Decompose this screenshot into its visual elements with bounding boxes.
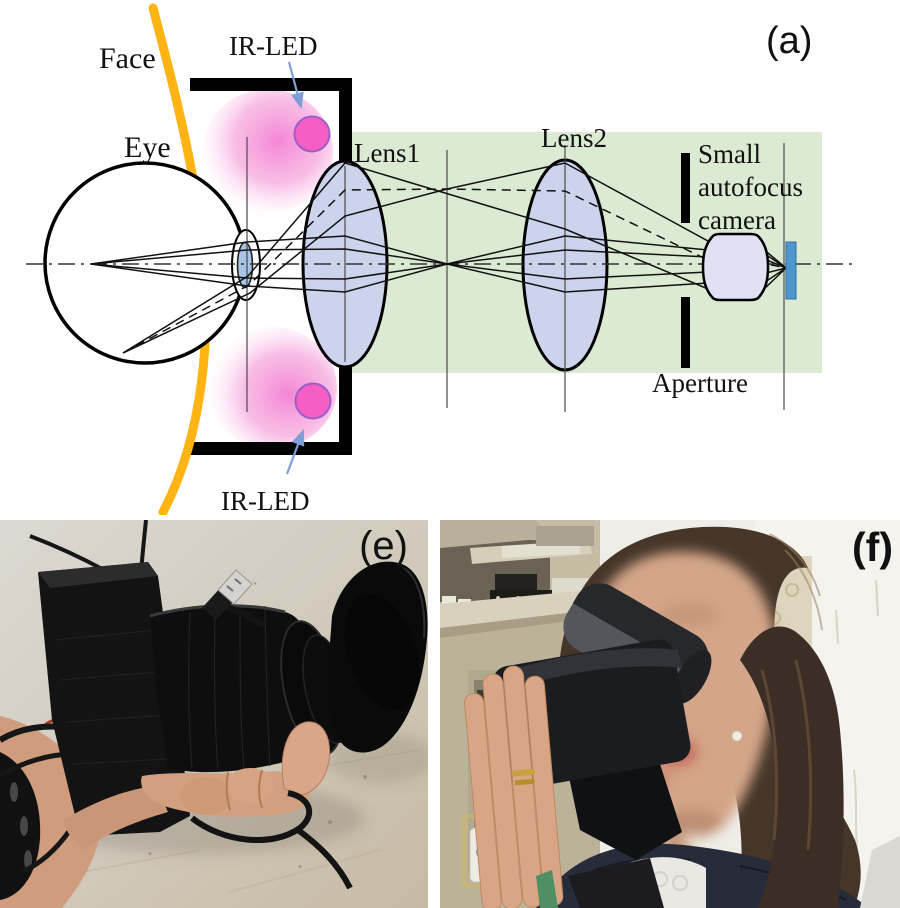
device-barrel <box>150 605 316 773</box>
usb-contacts <box>226 578 242 592</box>
hair-front <box>740 626 844 908</box>
aperture-stop <box>681 153 690 368</box>
cable-top-diagonal <box>29 534 105 572</box>
hair-wisps <box>769 533 823 631</box>
shelf-board-main <box>440 590 592 630</box>
green-strap <box>536 870 558 908</box>
finger-1 <box>464 693 502 908</box>
label-face: Face <box>99 42 156 75</box>
label-camera-line3: camera <box>698 205 776 235</box>
optical-diagram: Face Eye IR-LED IR-LED Lens1 Lens2 Small… <box>26 3 855 515</box>
prototype-photo-art <box>0 520 428 908</box>
eyecup-rim-highlight <box>403 567 426 639</box>
aperture-blade-top <box>681 153 690 223</box>
gold-ring-band2 <box>514 778 535 786</box>
chief-ray-dashed <box>122 188 787 354</box>
eye-globe <box>43 161 247 365</box>
usb-cable <box>222 602 267 629</box>
label-camera-line2: autofocus <box>698 172 803 202</box>
panel-label-e: (e) <box>359 524 408 568</box>
autofocus-camera-lens <box>701 232 770 302</box>
photo-device-in-use: (f) <box>440 520 900 908</box>
ir-glow-bottom <box>207 327 337 449</box>
ir-led-top-arrow <box>287 61 304 110</box>
photo-prototype-device: (e) <box>0 520 428 908</box>
brow-shade <box>660 603 720 627</box>
barrel-print-lines <box>188 605 271 771</box>
hair-strands <box>760 659 813 851</box>
panel-tag-a: (a) <box>766 20 812 62</box>
usb-metal-plug <box>217 569 253 605</box>
finger-2 <box>482 673 523 908</box>
chair-edge <box>860 836 900 908</box>
ir-led-bottom <box>294 382 332 420</box>
label-eye: Eye <box>124 131 171 164</box>
watch-band-slots <box>10 782 33 870</box>
finger-creases <box>225 769 263 811</box>
label-ir-led-bottom: IR-LED <box>221 486 309 515</box>
label-lens1: Lens1 <box>354 138 420 168</box>
finger-3 <box>502 665 544 908</box>
ir-led-top <box>293 115 331 153</box>
holding-hand <box>464 665 564 908</box>
gold-ring-band1 <box>512 768 535 777</box>
cable-loop <box>190 790 313 844</box>
label-lens2: Lens2 <box>541 123 607 153</box>
black-bracket <box>495 574 537 594</box>
fingertip-middle <box>226 768 274 804</box>
eyecup-cavity <box>344 593 420 711</box>
hand-wrist <box>64 786 168 850</box>
usage-photo-art <box>440 520 900 908</box>
aperture-blade-bottom <box>681 297 690 368</box>
thumb <box>180 777 232 815</box>
ir-led-bottom-arrow <box>285 428 305 475</box>
shelf-ceiling-board <box>440 520 550 548</box>
print-layer-lines <box>54 627 189 765</box>
cable-tail <box>296 827 353 890</box>
panel-label-f: (f) <box>852 524 893 570</box>
fingertip-index <box>281 721 331 797</box>
housing-top-face <box>38 562 158 588</box>
label-ir-led-top: IR-LED <box>229 31 317 61</box>
label-aperture: Aperture <box>652 368 748 398</box>
frame-top-bar <box>190 78 352 91</box>
snout-eye-end <box>672 649 712 704</box>
shelf-board-edge <box>440 610 592 638</box>
grey-box <box>536 526 594 546</box>
wrist-watch-band <box>568 858 664 908</box>
frame-bottom-bar <box>190 442 352 455</box>
device-lower-body <box>568 758 682 860</box>
pearl-earring <box>731 730 743 742</box>
cable-c <box>20 828 73 875</box>
image-sensor <box>785 241 797 300</box>
label-camera-line1: Small <box>698 139 761 169</box>
device-top-bevel <box>504 648 682 690</box>
